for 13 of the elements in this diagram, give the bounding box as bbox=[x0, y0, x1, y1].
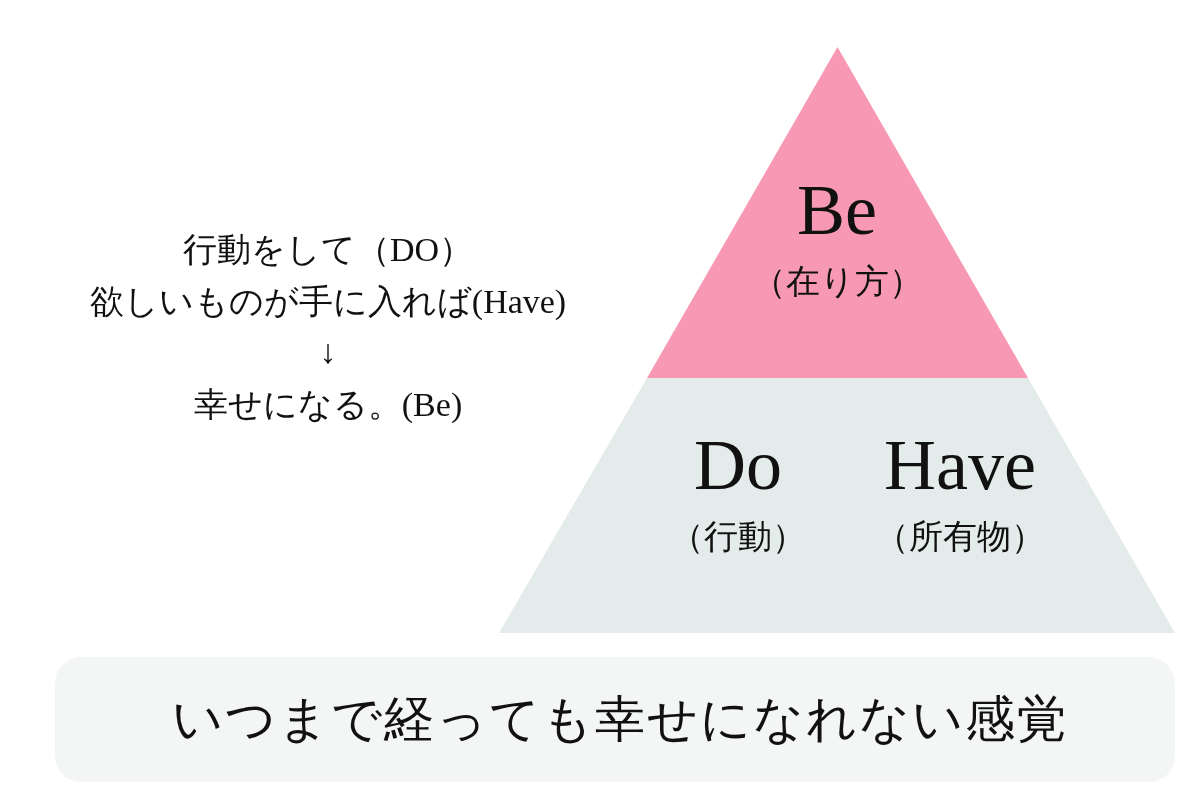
pyramid-base-section bbox=[499, 378, 1175, 633]
note-line: 幸せになる。(Be) bbox=[193, 385, 463, 425]
note-line: 行動をして（DO） bbox=[182, 230, 474, 270]
section-title: Have bbox=[884, 423, 1036, 507]
note-line: 欲しいものが手に入れば(Have) bbox=[89, 282, 567, 322]
arrow-symbol: ↓ bbox=[319, 332, 337, 372]
section-subtitle: （行動） bbox=[670, 517, 806, 557]
section-title: Do bbox=[694, 423, 782, 507]
pyramid-top-section bbox=[647, 47, 1028, 378]
section-subtitle: （在り方） bbox=[751, 262, 923, 302]
section-subtitle: （所有物） bbox=[875, 517, 1045, 557]
section-title: Be bbox=[797, 168, 877, 252]
banner-text: いつまで経っても幸せになれない感覚 bbox=[171, 691, 1069, 749]
